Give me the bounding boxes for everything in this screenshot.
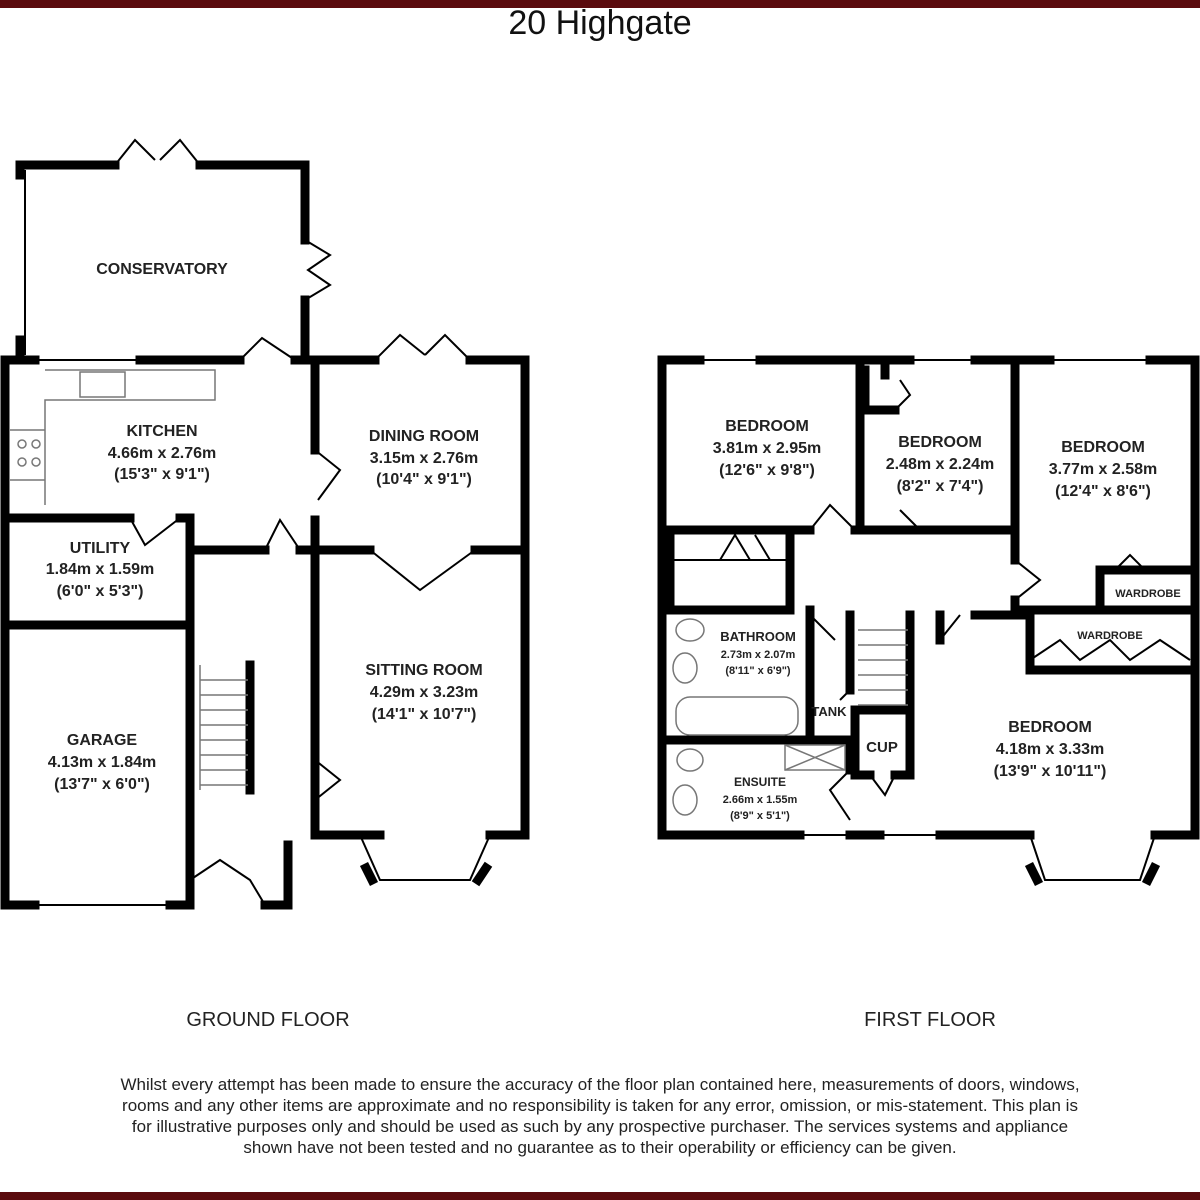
ground-interior-walls <box>0 355 530 910</box>
kitchen-worktop <box>10 369 216 505</box>
room-name-bedroom1: BEDROOM <box>725 418 809 435</box>
room-name-conservatory: CONSERVATORY <box>96 261 228 278</box>
room-name-dining: DINING ROOM <box>369 428 479 445</box>
room-imperial-kitchen: (15'3" x 9'1") <box>114 466 210 483</box>
conservatory-walls <box>15 160 310 365</box>
room-name-wardrobe1: WARDROBE <box>1115 588 1180 600</box>
room-size-bedroom2: 2.48m x 2.24m <box>886 456 995 473</box>
room-name-bedroom4: BEDROOM <box>1008 719 1092 736</box>
ground-windows-doors <box>35 333 491 906</box>
room-name-bedroom3: BEDROOM <box>1061 439 1145 456</box>
sink-icon <box>79 371 126 398</box>
top-border <box>0 0 1200 8</box>
ground-floor-plan: CONSERVATORY KITCHEN 4.66m x 2.76m (15'3… <box>0 138 530 1031</box>
basin-icon <box>672 784 698 816</box>
room-imperial-dining: (10'4" x 9'1") <box>376 471 472 488</box>
room-size-bedroom1: 3.81m x 2.95m <box>713 440 822 457</box>
first-stairs <box>858 629 908 706</box>
room-size-garage: 4.13m x 1.84m <box>48 754 157 771</box>
first-interior-walls <box>665 355 1200 780</box>
disclaimer-text: Whilst every attempt has been made to en… <box>120 1075 1080 1157</box>
room-size-utility: 1.84m x 1.59m <box>46 561 155 578</box>
room-imperial-bedroom1: (12'6" x 9'8") <box>719 462 815 479</box>
room-name-wardrobe2: WARDROBE <box>1077 630 1142 642</box>
conservatory-windows-doors <box>24 138 332 355</box>
room-name-sitting: SITTING ROOM <box>365 662 482 679</box>
room-imperial-bedroom4: (13'9" x 10'11") <box>994 763 1107 780</box>
first-doors-wardrobe-doors <box>670 379 1191 821</box>
room-name-ensuite: ENSUITE <box>734 775 786 789</box>
first-windows <box>661 359 1156 881</box>
room-name-garage: GARAGE <box>67 732 138 749</box>
room-name-bathroom: BATHROOM <box>720 629 796 644</box>
room-imperial-utility: (6'0" x 5'3") <box>57 583 144 600</box>
room-name-utility: UTILITY <box>70 540 131 557</box>
bay-piers-first <box>1024 861 1161 887</box>
room-size-bathroom: 2.73m x 2.07m <box>721 649 796 661</box>
room-size-kitchen: 4.66m x 2.76m <box>108 445 217 462</box>
first-floor-label: FIRST FLOOR <box>864 1009 996 1031</box>
bathroom-fittings <box>672 618 846 816</box>
room-name-tank: TANK <box>811 704 847 719</box>
bay-piers <box>359 861 493 887</box>
room-imperial-bathroom: (8'11" x 6'9") <box>725 665 791 677</box>
room-imperial-bedroom2: (8'2" x 7'4") <box>897 478 984 495</box>
room-size-sitting: 4.29m x 3.23m <box>370 684 479 701</box>
room-imperial-ensuite: (8'9" x 5'1") <box>730 810 790 822</box>
room-size-bedroom3: 3.77m x 2.58m <box>1049 461 1158 478</box>
room-imperial-garage: (13'7" x 6'0") <box>54 776 150 793</box>
hob-icon <box>17 439 41 467</box>
basin-icon <box>672 652 698 684</box>
room-imperial-bedroom3: (12'4" x 8'6") <box>1055 483 1151 500</box>
room-size-ensuite: 2.66m x 1.55m <box>723 794 798 806</box>
room-name-bedroom2: BEDROOM <box>898 434 982 451</box>
toilet-icon <box>675 618 705 642</box>
room-size-dining: 3.15m x 2.76m <box>370 450 479 467</box>
ground-floor-label: GROUND FLOOR <box>186 1009 349 1031</box>
ground-outer-walls <box>0 355 530 910</box>
shower-icon <box>784 744 846 771</box>
room-name-cup: CUP <box>866 739 898 756</box>
ground-stairs <box>199 660 255 795</box>
page-title: 20 Highgate <box>508 4 692 42</box>
first-floor-plan: BEDROOM 3.81m x 2.95m (12'6" x 9'8") BED… <box>657 355 1200 1031</box>
toilet-icon <box>676 748 704 772</box>
room-name-kitchen: KITCHEN <box>126 423 197 440</box>
ground-interior-doors <box>129 449 476 801</box>
bottom-border <box>0 1192 1200 1200</box>
room-size-bedroom4: 4.18m x 3.33m <box>996 741 1105 758</box>
bath-icon <box>675 696 799 736</box>
room-imperial-sitting: (14'1" x 10'7") <box>372 706 477 723</box>
